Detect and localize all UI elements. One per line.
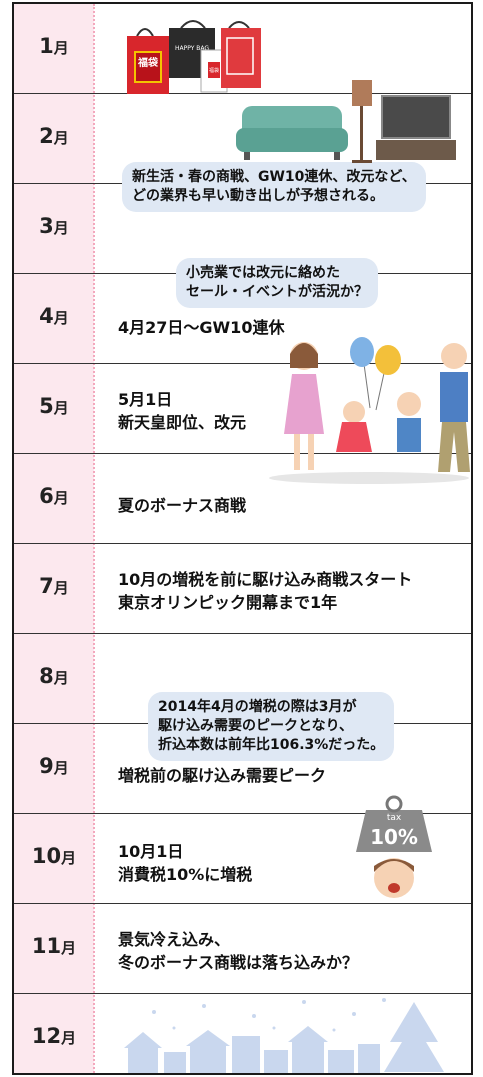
month-row-12: 12月 bbox=[14, 994, 471, 1073]
month-row-5: 5月 5月1日新天皇即位、改元 bbox=[14, 364, 471, 454]
month-label: 7月 bbox=[39, 574, 69, 598]
svg-text:10%: 10% bbox=[370, 825, 418, 849]
month-label: 9月 bbox=[39, 754, 69, 778]
family-illustration bbox=[269, 337, 470, 484]
month-row-11: 11月 景気冷え込み、冬のボーナス商戦は落ち込みか？ bbox=[14, 904, 471, 994]
calendar-frame: 1月 2月 3月 4月 4月27日〜GW10連休 5月 5月1日新天皇即位、改元… bbox=[12, 2, 473, 1075]
month-label: 12月 bbox=[31, 1024, 77, 1048]
note-bubble-3: 2014年4月の増税の際は3月が駆け込み需要のピークとなり、折込本数は前年比10… bbox=[148, 692, 395, 761]
month-row-10: 10月 10月1日消費税10%に増税 bbox=[14, 814, 471, 904]
month-label: 10月 bbox=[31, 844, 77, 868]
month-label: 3月 bbox=[39, 214, 69, 238]
month-row-9: 9月 増税前の駆け込み需要ピーク bbox=[14, 724, 471, 814]
winter-town-illustration bbox=[124, 998, 444, 1073]
event-text: 10月の増税を前に駆け込み商戦スタート東京オリンピック開幕まで1年 bbox=[118, 570, 413, 612]
event-text: 4月27日〜GW10連休 bbox=[118, 318, 285, 337]
note-bubble-1: 新生活・春の商戦、GW10連休、改元など、どの業界も早い動き出しが予想される。 bbox=[122, 162, 426, 212]
month-label: 6月 bbox=[39, 484, 69, 508]
month-label: 4月 bbox=[39, 304, 69, 328]
month-label: 2月 bbox=[39, 124, 69, 148]
event-text: 増税前の駆け込み需要ピーク bbox=[118, 766, 327, 785]
event-text: 5月1日新天皇即位、改元 bbox=[118, 390, 247, 432]
furniture-illustration bbox=[236, 80, 456, 163]
note-bubble-2: 小売業では改元に絡めたセール・イベントが活況か？ bbox=[176, 258, 378, 308]
svg-text:福袋: 福袋 bbox=[137, 56, 159, 69]
event-text: 10月1日消費税10%に増税 bbox=[118, 842, 253, 884]
event-text: 夏のボーナス商戦 bbox=[118, 496, 247, 515]
month-label: 1月 bbox=[39, 34, 69, 58]
lucky-bags-illustration: 福袋 HAPPY BAG 福袋 bbox=[127, 20, 261, 94]
month-label: 8月 bbox=[39, 664, 69, 688]
month-row-4: 4月 4月27日〜GW10連休 bbox=[14, 274, 471, 364]
dotted-divider bbox=[93, 4, 95, 1073]
month-row-1: 1月 bbox=[14, 4, 471, 94]
month-row-6: 6月 夏のボーナス商戦 bbox=[14, 454, 471, 544]
svg-text:tax: tax bbox=[387, 813, 402, 823]
month-label: 11月 bbox=[31, 934, 77, 958]
month-label: 5月 bbox=[39, 394, 69, 418]
svg-text:福袋: 福袋 bbox=[209, 67, 219, 74]
event-text: 景気冷え込み、冬のボーナス商戦は落ち込みか？ bbox=[118, 930, 359, 972]
tax-girl-illustration: tax 10% bbox=[356, 795, 432, 898]
month-row-7: 7月 10月の増税を前に駆け込み商戦スタート東京オリンピック開幕まで1年 bbox=[14, 544, 471, 634]
month-column bbox=[14, 4, 94, 1073]
svg-text:HAPPY BAG: HAPPY BAG bbox=[175, 45, 209, 52]
